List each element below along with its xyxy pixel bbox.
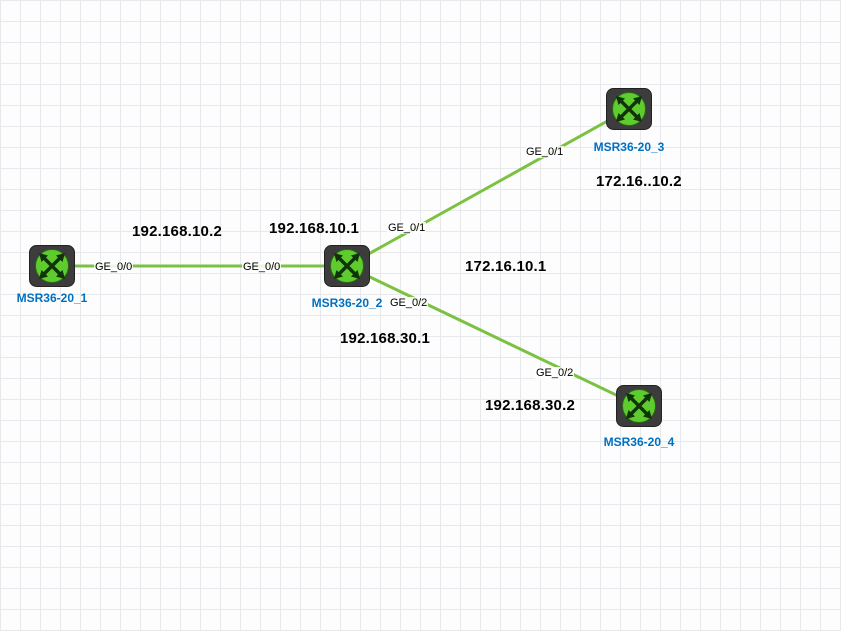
interface-label: GE_0/2 — [389, 297, 429, 309]
interface-label: GE_0/0 — [94, 261, 134, 273]
link-r2-r4[interactable] — [346, 264, 640, 408]
device-label: MSR36-20_3 — [593, 140, 665, 154]
ip-annotation: 192.168.30.2 — [485, 397, 575, 414]
device-node-MSR36-20_2[interactable] — [324, 245, 370, 287]
ip-annotation: 172.16..10.2 — [596, 173, 682, 190]
router-icon — [606, 88, 652, 130]
device-label: MSR36-20_4 — [603, 435, 675, 449]
router-icon — [616, 385, 662, 427]
device-label: MSR36-20_1 — [16, 291, 88, 305]
router-icon — [29, 245, 75, 287]
device-node-MSR36-20_1[interactable] — [29, 245, 75, 287]
interface-label: GE_0/1 — [525, 146, 565, 158]
ip-annotation: 192.168.10.2 — [132, 223, 222, 240]
device-node-MSR36-20_3[interactable] — [606, 88, 652, 130]
ip-annotation: 192.168.10.1 — [269, 220, 359, 237]
interface-label: GE_0/1 — [387, 222, 427, 234]
router-icon — [324, 245, 370, 287]
device-node-MSR36-20_4[interactable] — [616, 385, 662, 427]
link-r2-r3[interactable] — [346, 107, 630, 268]
interface-label: GE_0/0 — [242, 261, 282, 273]
device-label: MSR36-20_2 — [311, 296, 383, 310]
interface-label: GE_0/2 — [535, 367, 575, 379]
ip-annotation: 192.168.30.1 — [340, 330, 430, 347]
ip-annotation: 172.16.10.1 — [465, 258, 547, 275]
